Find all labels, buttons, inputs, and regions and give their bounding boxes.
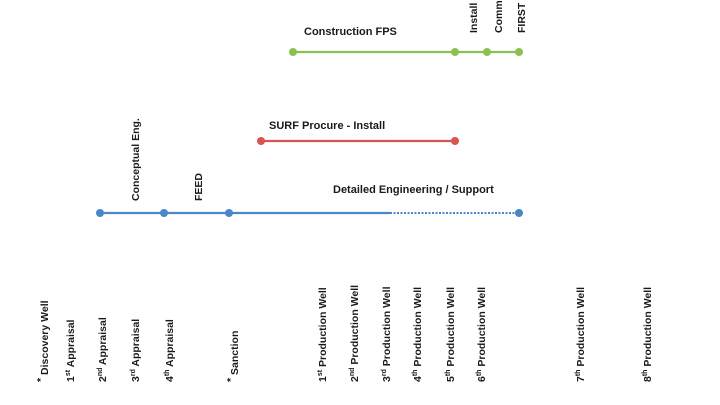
milestone-5th-production-well: 5th Production Well [445,287,457,382]
track-construction [289,48,523,56]
label-surf-procure-install: SURF Procure - Install [269,120,385,132]
milestone-6th-production-well: 6th Production Well [476,287,488,382]
engineering-milestone-dot-1 [96,209,104,217]
label-first: FIRST [516,2,528,33]
milestone-sanction: * Sanction [225,331,241,382]
milestone-1st-production-well: 1st Production Well [317,287,329,382]
milestone-1st-appraisal: 1st Appraisal [65,319,77,382]
milestone-8th-production-well: 8th Production Well [642,287,654,382]
construction-milestone-dot-4 [515,48,523,56]
milestone-2nd-appraisal: 2nd Appraisal [97,317,109,382]
milestone-3rd-production-well: 3rd Production Well [381,286,393,382]
label-detailed-engineering: Detailed Engineering / Support [333,184,494,196]
construction-milestone-dot-2 [451,48,459,56]
surf-milestone-dot-2 [451,137,459,145]
engineering-milestone-dot-2 [160,209,168,217]
label-comm: Comm [493,0,505,33]
milestone-discovery-well: * Discovery Well [35,300,51,382]
milestone-2nd-production-well: 2nd Production Well [349,285,361,382]
track-engineering [96,209,523,217]
engineering-milestone-dot-4 [515,209,523,217]
milestone-4th-appraisal: 4th Appraisal [164,319,176,382]
label-conceptual-eng: Conceptual Eng. [130,118,142,201]
construction-milestone-dot-1 [289,48,297,56]
milestone-7th-production-well: 7th Production Well [575,287,587,382]
engineering-milestone-dot-3 [225,209,233,217]
milestone-labels: * Discovery Well 1st Appraisal 2nd Appra… [35,285,654,382]
construction-milestone-dot-3 [483,48,491,56]
label-install: Install [468,3,480,33]
milestone-4th-production-well: 4th Production Well [412,287,424,382]
track-surf [257,137,459,145]
milestone-3rd-appraisal: 3rd Appraisal [130,319,142,382]
surf-milestone-dot-1 [257,137,265,145]
label-construction-fps: Construction FPS [304,26,397,38]
label-feed: FEED [193,173,205,201]
